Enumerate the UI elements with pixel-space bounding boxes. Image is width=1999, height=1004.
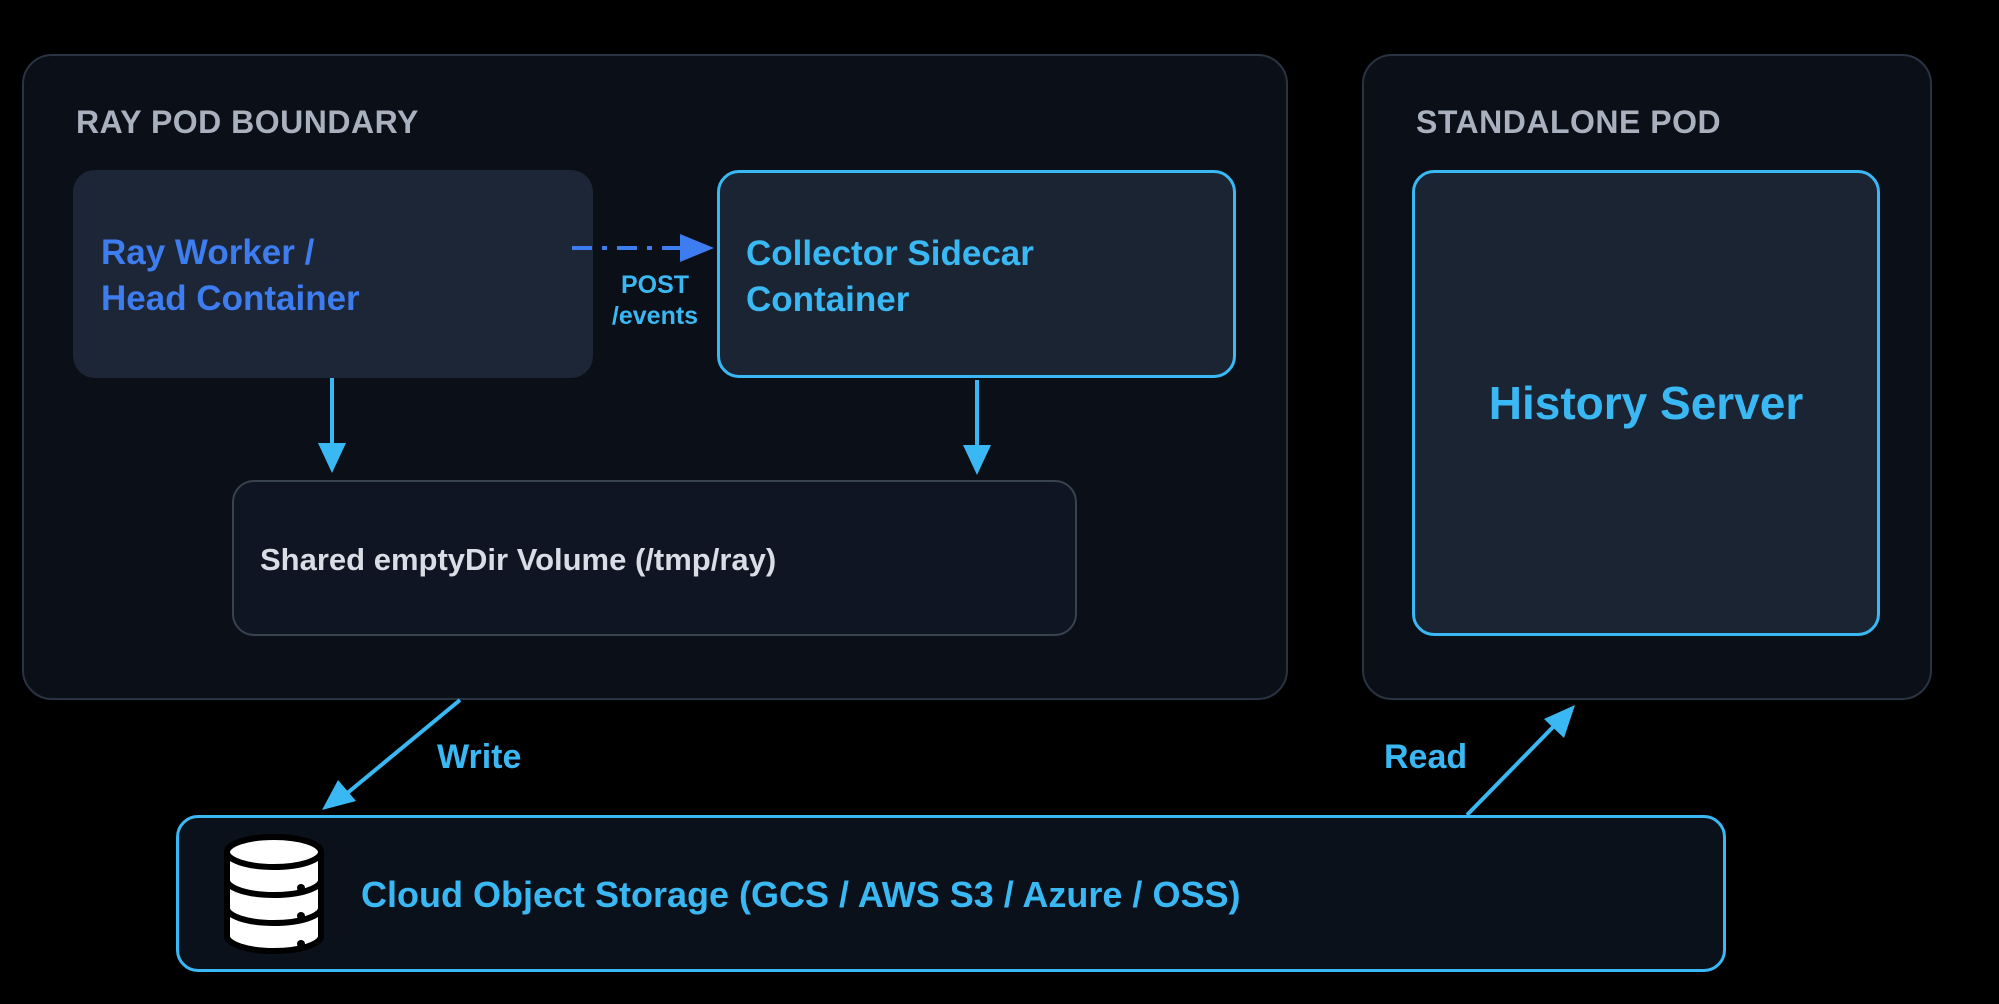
worker-volume-arrowhead [318,443,346,473]
standalone-pod-label: STANDALONE POD [1416,104,1722,140]
volume-label: Shared emptyDir Volume (/tmp/ray) [260,542,777,577]
write-label: Write [437,738,522,776]
collector-volume-arrowhead [963,445,991,475]
ray-worker-title: Ray Worker / Head Container [101,230,360,322]
post-arrowhead [680,234,714,262]
ray-worker-head-container: Ray Worker / Head Container [73,170,593,378]
post-label-line1: POST [620,271,690,299]
collector-sidecar-container: Collector Sidecar Container [717,170,1236,378]
read-arrow [1465,723,1557,817]
ray-worker-title-line2: Head Container [101,279,360,318]
ray-pod-label: RAY POD BOUNDARY [76,104,419,140]
collector-title-line1: Collector Sidecar [746,234,1034,273]
collector-title: Collector Sidecar Container [746,231,1034,323]
read-label: Read [1384,738,1468,776]
collector-title-line2: Container [746,280,910,319]
post-events-label: POST /events [600,270,710,332]
read-arrowhead [1544,705,1575,738]
shared-emptydir-volume: Shared emptyDir Volume (/tmp/ray) [232,480,1077,636]
history-server-label: History Server [1488,377,1804,429]
database-icon [219,830,329,958]
write-arrow [343,698,462,797]
cloud-object-storage: Cloud Object Storage (GCS / AWS S3 / Azu… [176,815,1726,972]
write-arrowhead [322,780,356,810]
history-server-box: History Server [1412,170,1880,636]
storage-label: Cloud Object Storage (GCS / AWS S3 / Azu… [361,874,1241,915]
post-label-line2: /events [611,302,699,330]
ray-worker-title-line1: Ray Worker / [101,233,315,272]
